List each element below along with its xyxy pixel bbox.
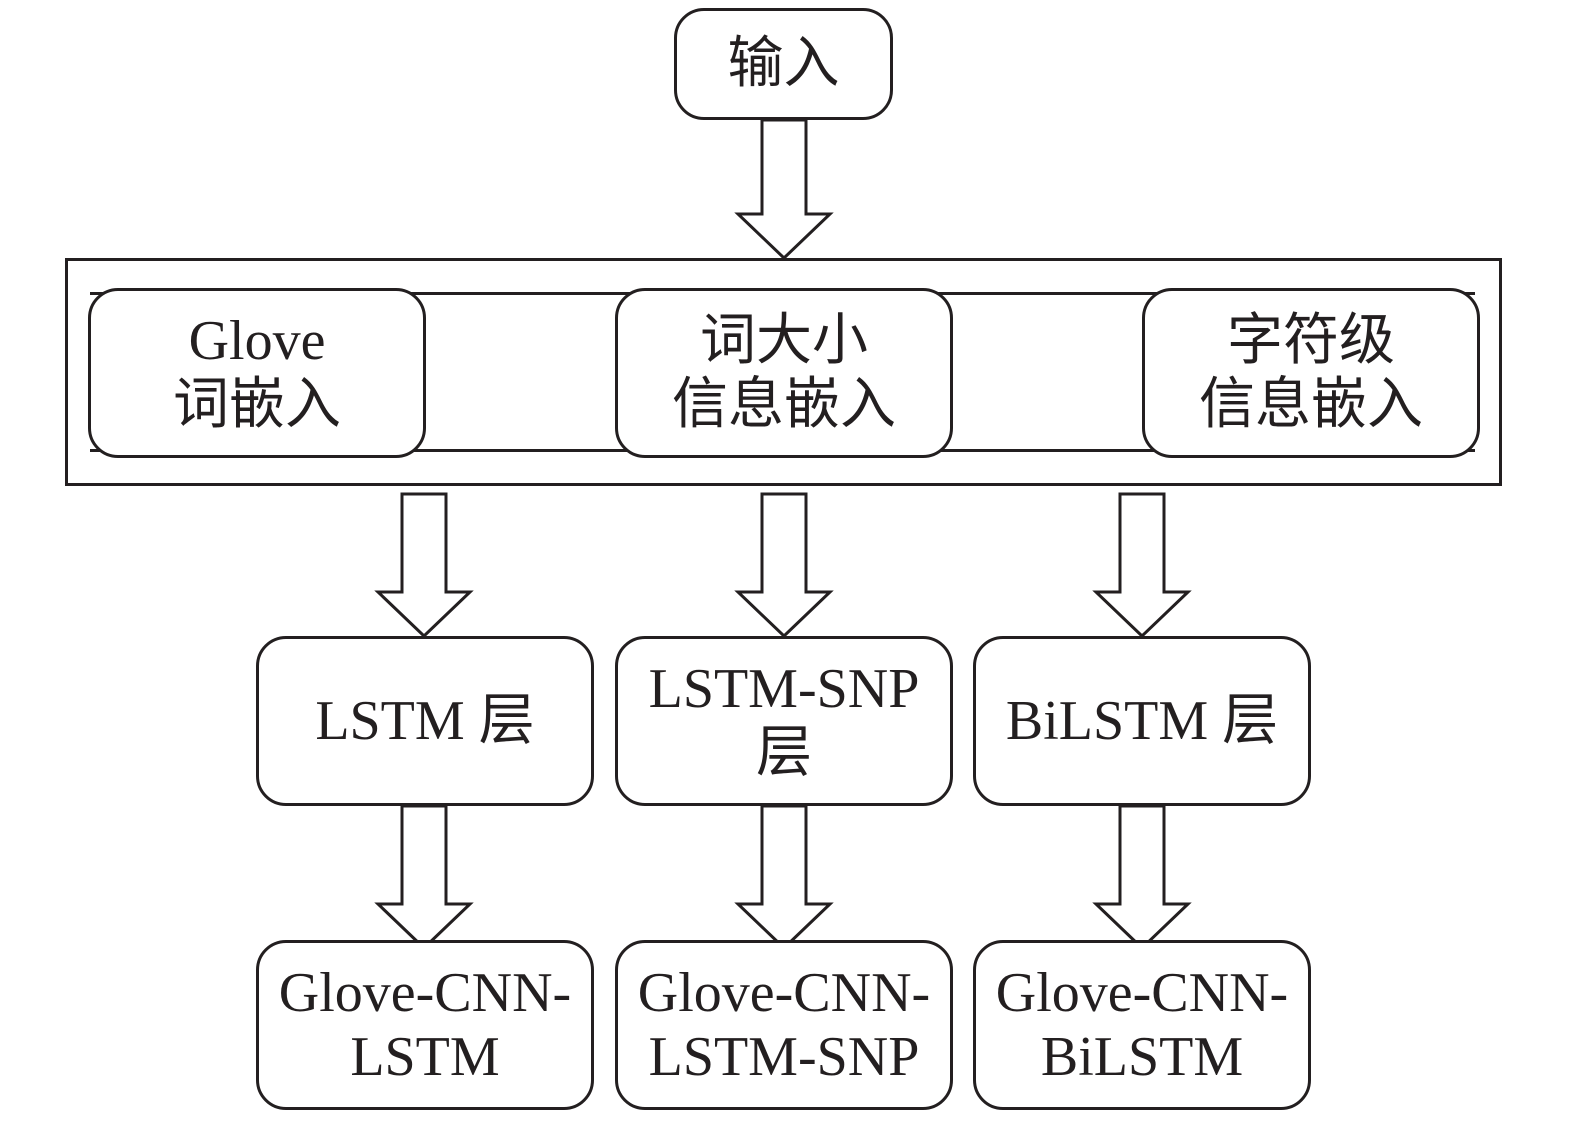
glove-cnn-lstm-snp-node: Glove-CNN- LSTM-SNP xyxy=(615,940,953,1110)
glove-cnn-bilstm-line-2: BiLSTM xyxy=(1040,1026,1244,1088)
arrow-wordsize-to-lstm-snp xyxy=(734,492,834,639)
lstm-layer-label: LSTM 层 xyxy=(315,690,535,752)
input-label: 输入 xyxy=(727,33,840,95)
arrow-lstm-to-model xyxy=(374,804,474,951)
arrow-char-to-bilstm xyxy=(1092,492,1192,639)
lstm-snp-layer-line-2: 层 xyxy=(755,722,812,784)
glove-embedding-line-1: Glove xyxy=(188,310,326,372)
word-size-embedding-line-1: 词大小 xyxy=(700,310,868,372)
char-level-embedding-node: 字符级 信息嵌入 xyxy=(1142,288,1480,458)
lstm-snp-layer-node: LSTM-SNP 层 xyxy=(615,636,953,806)
glove-cnn-bilstm-line-1: Glove-CNN- xyxy=(995,962,1289,1024)
word-size-embedding-line-2: 信息嵌入 xyxy=(672,374,896,436)
arrow-lstm-snp-to-model xyxy=(734,804,834,951)
glove-embedding-node: Glove 词嵌入 xyxy=(88,288,426,458)
arrow-input-to-embeddings xyxy=(734,118,834,261)
glove-cnn-lstm-line-1: Glove-CNN- xyxy=(278,962,572,1024)
char-level-embedding-line-2: 信息嵌入 xyxy=(1199,374,1423,436)
arrow-bilstm-to-model xyxy=(1092,804,1192,951)
bilstm-layer-node: BiLSTM 层 xyxy=(973,636,1311,806)
glove-cnn-lstm-node: Glove-CNN- LSTM xyxy=(256,940,594,1110)
lstm-snp-layer-line-1: LSTM-SNP xyxy=(648,658,920,720)
word-size-embedding-node: 词大小 信息嵌入 xyxy=(615,288,953,458)
char-level-embedding-line-1: 字符级 xyxy=(1227,310,1395,372)
arrow-glove-to-lstm xyxy=(374,492,474,639)
input-node: 输入 xyxy=(674,8,893,120)
glove-cnn-bilstm-node: Glove-CNN- BiLSTM xyxy=(973,940,1311,1110)
glove-cnn-lstm-snp-line-2: LSTM-SNP xyxy=(648,1026,920,1088)
bilstm-layer-label: BiLSTM 层 xyxy=(1005,690,1279,752)
lstm-layer-node: LSTM 层 xyxy=(256,636,594,806)
glove-embedding-line-2: 词嵌入 xyxy=(173,374,341,436)
glove-cnn-lstm-snp-line-1: Glove-CNN- xyxy=(637,962,931,1024)
glove-cnn-lstm-line-2: LSTM xyxy=(350,1026,500,1088)
